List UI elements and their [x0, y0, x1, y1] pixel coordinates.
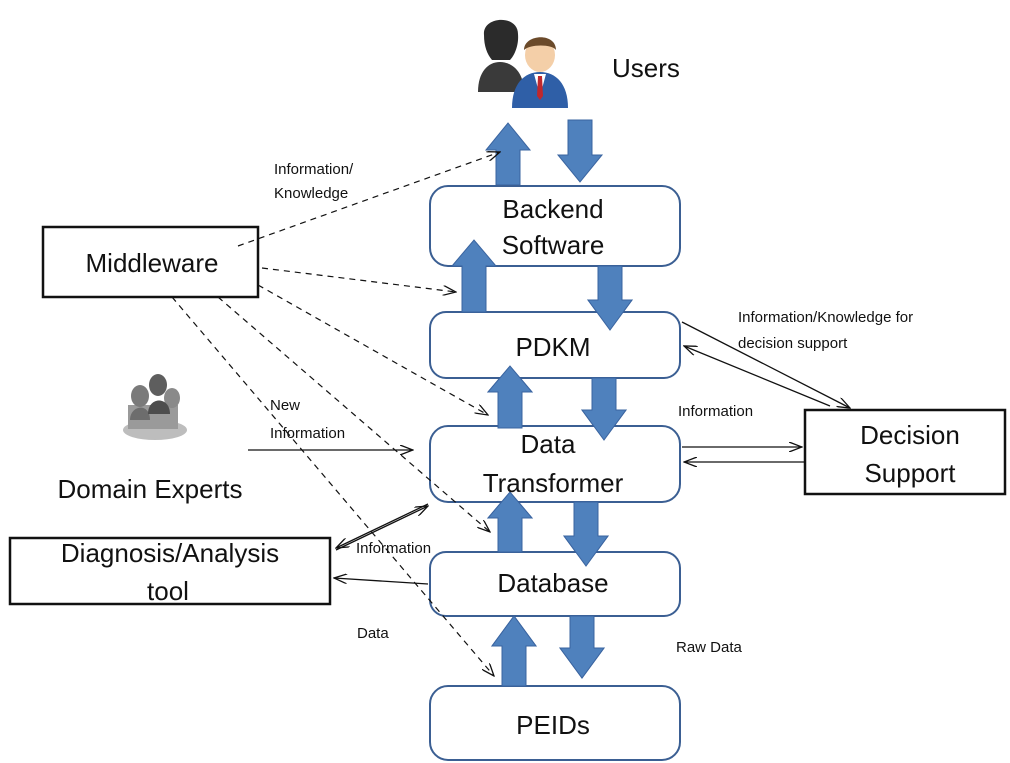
database-box [429, 551, 681, 617]
arrow-diagnosis-to-transformer [335, 506, 428, 551]
label-info-knowledge-line2: Knowledge [274, 185, 348, 202]
decision-label-line2: Support [864, 458, 956, 488]
backend-label-line1: Backend [502, 194, 603, 224]
diagnosis-tool-box [8, 536, 332, 606]
domain-experts-icon [123, 374, 187, 440]
database-label: Database [497, 568, 608, 598]
middleware-label: Middleware [86, 248, 219, 278]
label-data: Data [357, 625, 389, 642]
decision-label-line1: Decision [860, 420, 960, 450]
thick-arrows-overlay [450, 239, 633, 687]
layer-boxes [429, 185, 681, 761]
arrow-up-backend-to-users [484, 122, 532, 186]
backend-label-line2: Software [502, 230, 605, 260]
arrow-decision-to-pdkm [684, 346, 831, 407]
middleware-box [41, 225, 260, 299]
label-decision-info-line1: Information/Knowledge for [738, 309, 913, 326]
side-boxes [8, 225, 1007, 606]
peids-box [429, 685, 681, 761]
label-raw-data: Raw Data [676, 639, 743, 656]
users-label: Users [612, 53, 680, 83]
dashed-middleware-to-users [237, 152, 500, 247]
transformer-label-line1: Data [521, 429, 576, 459]
transformer-label-line2: Transformer [483, 468, 624, 498]
diagnosis-label-line1: Diagnosis/Analysis [61, 538, 279, 568]
dashed-middleware-to-transformer [217, 296, 490, 532]
label-decision-info-line2: decision support [738, 335, 848, 352]
label-information-right: Information [678, 403, 753, 420]
label-new-information-line2: Information [270, 425, 345, 442]
solid-arrows [248, 321, 850, 585]
data-transformer-box [429, 425, 681, 503]
dashed-middleware-to-backend [261, 267, 456, 292]
domain-experts-label: Domain Experts [58, 474, 243, 504]
pdkm-box [429, 311, 681, 379]
peids-label: PEIDs [516, 710, 590, 740]
arrow-pdkm-to-decision [681, 321, 850, 408]
backend-software-box [429, 185, 681, 267]
dashed-middleware-to-database [171, 296, 494, 676]
dashed-middleware-to-pdkm [257, 284, 488, 415]
dashed-arrows [171, 152, 500, 676]
label-info-knowledge-line1: Information/ [274, 161, 354, 178]
arrow-database-to-diagnosis [334, 578, 429, 585]
decision-support-box [803, 408, 1007, 496]
arrow-down-users-to-backend [556, 119, 604, 183]
arrow-transformer-to-diagnosis [336, 503, 429, 548]
users-icon [478, 19, 568, 108]
diagnosis-label-line2: tool [147, 576, 189, 606]
pdkm-label: PDKM [515, 332, 590, 362]
label-information-left: Information [356, 540, 431, 557]
label-new-information-line1: New [270, 397, 300, 414]
